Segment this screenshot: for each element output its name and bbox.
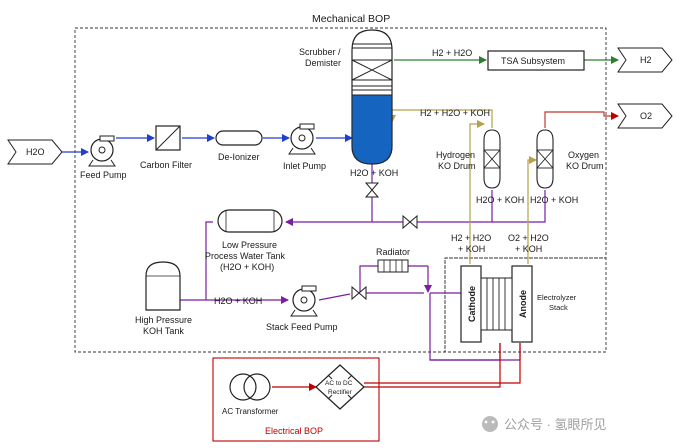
rectifier-label-1: AC to DC	[325, 380, 353, 387]
anode-label: Anode	[518, 290, 528, 318]
electrical-bop-label: Electrical BOP	[265, 426, 323, 436]
hp-tank-label-2: KOH Tank	[143, 326, 184, 336]
rectifier-label-2: Rectifier	[328, 389, 353, 396]
low-pressure-tank	[217, 209, 283, 233]
feed-pump-label: Feed Pump	[80, 170, 127, 180]
inlet-pump	[288, 123, 316, 155]
hydrogen-drum-label-1: Hydrogen	[436, 150, 475, 160]
oxygen-drum-label-2: KO Drum	[566, 161, 604, 171]
tsa-subsystem	[487, 50, 585, 71]
electrical-bop-boundary	[212, 357, 380, 442]
hydrogen-drum-label-2: KO Drum	[438, 161, 476, 171]
o2-outlet-label: O2	[640, 111, 652, 121]
oxygen-drum-bottom-stream: H2O + KOH	[530, 195, 578, 205]
lp-tank-label-3: (H2O + KOH)	[220, 262, 274, 272]
h2o-inlet-tag: H2O	[7, 139, 63, 165]
carbon-filter	[155, 125, 181, 151]
h2-outlet-tag: H2	[617, 47, 673, 73]
stack-feed-pump-label: Stack Feed Pump	[266, 322, 338, 332]
watermark	[482, 416, 498, 432]
hydrogen-ko-drum	[483, 129, 501, 189]
inlet-pump-label: Inlet Pump	[283, 161, 326, 171]
h2-outlet-label: H2	[640, 55, 652, 65]
oxygen-drum-label-1: Oxygen	[568, 150, 599, 160]
o2-outlet-tag: O2	[617, 103, 673, 129]
stack-label-1: Electrolyzer	[537, 293, 577, 302]
h2o-inlet-label: H2O	[26, 147, 45, 157]
electrolyzer-stack	[460, 265, 533, 343]
anode-out-stream-1: O2 + H2O	[508, 233, 549, 243]
scrubber-out-stream: H2 + H2O	[432, 48, 472, 58]
radiator-label: Radiator	[376, 247, 410, 257]
ac-transformer	[229, 373, 271, 401]
scrubber-label-2: Demister	[305, 58, 341, 68]
scrubber-drain-valve	[364, 182, 380, 198]
feed-pump	[88, 135, 116, 167]
koh-pipes	[180, 164, 546, 361]
tsa-subsystem-label: TSA Subsystem	[501, 56, 565, 66]
koh-line-stream: H2O + KOH	[214, 296, 262, 306]
return-valve	[402, 214, 418, 230]
lp-tank-label-1: Low Pressure	[222, 240, 277, 250]
stack-feed-pump	[290, 285, 318, 317]
splitter-valve	[351, 285, 367, 301]
electrolyzer-boundary	[444, 257, 607, 353]
lp-tank-label-2: Process Water Tank	[205, 251, 286, 261]
carbon-filter-label: Carbon Filter	[140, 160, 192, 170]
scrubber-label-1: Scrubber /	[299, 47, 341, 57]
high-pressure-koh-tank	[145, 261, 181, 311]
stack-label-2: Stack	[549, 303, 568, 312]
oxygen-pipe	[544, 111, 619, 128]
cathode-label: Cathode	[467, 286, 477, 322]
electrical-lines	[272, 343, 521, 391]
oxygen-ko-drum	[536, 129, 554, 189]
watermark-text: 公众号 · 氢眼所见	[504, 417, 607, 432]
radiator	[377, 259, 409, 273]
ac-transformer-label: AC Transformer	[222, 407, 279, 416]
hp-tank-label-1: High Pressure	[135, 315, 192, 325]
anode-out-stream-2: + KOH	[515, 244, 542, 254]
scrubber-demister	[351, 29, 393, 165]
deionizer	[215, 130, 263, 146]
scrubber-bottom-stream: H2O + KOH	[350, 168, 398, 178]
deionizer-label: De-Ionizer	[218, 152, 260, 162]
mechanical-bop-label: Mechanical BOP	[312, 13, 390, 25]
ac-dc-rectifier	[315, 364, 365, 410]
h2-mix-stream: H2 + H2O + KOH	[420, 108, 490, 118]
cathode-out-stream-2: + KOH	[458, 244, 485, 254]
water-pipes	[62, 134, 353, 156]
cathode-out-stream-1: H2 + H2O	[451, 233, 491, 243]
hydrogen-drum-bottom-stream: H2O + KOH	[476, 195, 524, 205]
